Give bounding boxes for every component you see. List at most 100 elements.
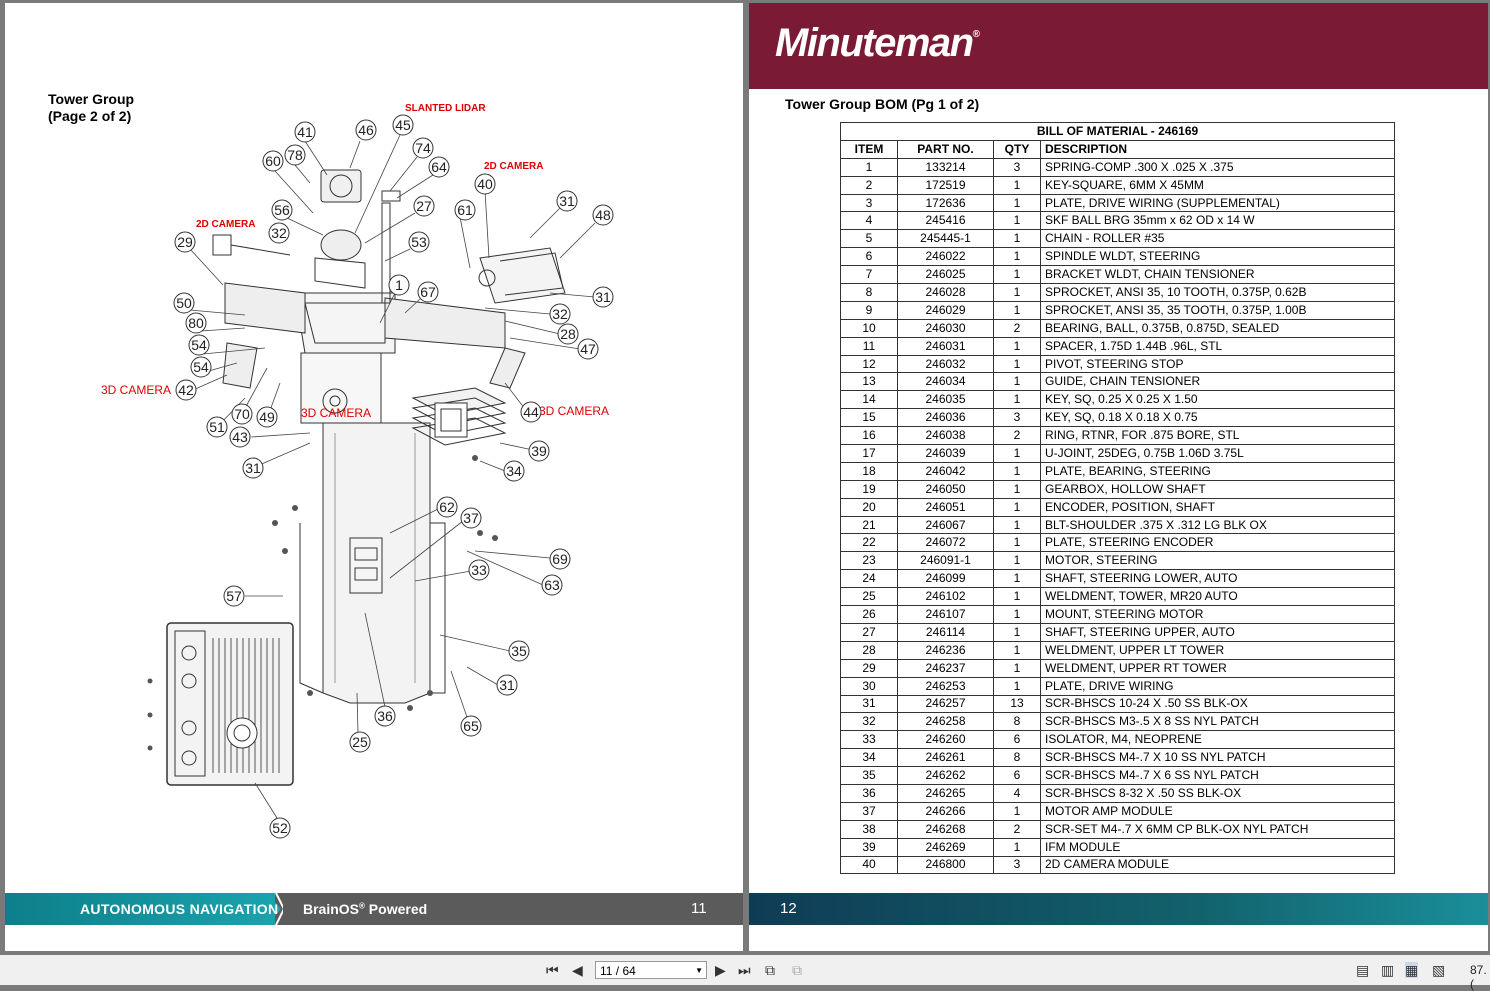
cell-part: 246051 (897, 497, 994, 517)
cell-qty: 1 (993, 676, 1041, 696)
callout-circle (185, 312, 207, 334)
cell-qty: 1 (993, 587, 1041, 607)
cell-qty: 1 (993, 461, 1041, 481)
callout-number: 64 (431, 159, 447, 175)
cell-qty: 6 (993, 766, 1041, 785)
page-field-value: 11 / 64 (600, 964, 636, 978)
two-page-icon[interactable]: ▦ (1405, 962, 1419, 978)
zoom-level[interactable]: 87.( (1470, 963, 1487, 991)
cell-part: 246072 (897, 533, 994, 553)
cell-item: 25 (840, 587, 898, 607)
callout-circle (520, 401, 542, 423)
exploded-parts-diagram: SLANTED LIDAR 2D CAMERA 2D CAMERA 3D CAM… (101, 103, 614, 839)
footer-chevron (267, 893, 281, 925)
cell-item: 30 (840, 676, 898, 696)
callout-circle (256, 406, 278, 428)
cell-desc: KEY-SQUARE, 6MM X 45MM (1040, 175, 1395, 195)
callout-circle (549, 548, 571, 570)
callout-number: 69 (552, 551, 568, 567)
callout-circle (269, 817, 291, 839)
cell-desc: BEARING, BALL, 0.375B, 0.875D, SEALED (1040, 318, 1395, 338)
cell-part: 246257 (897, 694, 994, 714)
callout-circle (468, 559, 490, 581)
cell-part: 246025 (897, 265, 994, 285)
callout-circle (508, 640, 530, 662)
callout-number: 63 (544, 577, 560, 593)
cell-desc: WELDMENT, UPPER LT TOWER (1040, 640, 1395, 660)
callout-number: 52 (272, 820, 288, 836)
cell-item: 38 (840, 819, 898, 839)
cell-part: 133214 (897, 157, 994, 177)
prev-page-icon[interactable]: ◀ (572, 962, 583, 978)
cell-item: 35 (840, 766, 898, 785)
callout-bubble: 34 (503, 460, 525, 482)
cell-desc: SCR-BHSCS 8-32 X .50 SS BLK-OX (1040, 783, 1395, 803)
callout-number: 49 (259, 409, 275, 425)
cell-part: 246258 (897, 712, 994, 732)
cell-item: 36 (840, 783, 898, 803)
cell-part: 246022 (897, 247, 994, 267)
cell-qty: 1 (993, 801, 1041, 821)
cell-part: 246038 (897, 426, 994, 446)
callout-number: 65 (463, 718, 479, 734)
page-number-input[interactable]: 11 / 64 ▼ (595, 961, 707, 979)
callout-circle (592, 286, 614, 308)
callout-number: 50 (176, 295, 192, 311)
cell-qty: 3 (993, 157, 1041, 177)
callout-bubble: 48 (592, 204, 614, 226)
cell-item: 33 (840, 730, 898, 750)
cell-desc: PIVOT, STEERING STOP (1040, 354, 1395, 374)
cell-qty: 1 (993, 229, 1041, 249)
cell-item: 19 (840, 479, 898, 499)
callout-number: 45 (395, 117, 411, 133)
logo-text: Minuteman (775, 21, 974, 65)
cell-item: 11 (840, 336, 898, 356)
callout-circle (392, 114, 414, 136)
cell-qty: 3 (993, 408, 1041, 428)
fit-icon[interactable]: ⧉ (792, 962, 802, 978)
callout-circle (349, 731, 371, 753)
two-page-continuous-icon[interactable]: ▧ (1432, 962, 1446, 978)
callout-number: 47 (580, 341, 596, 357)
continuous-icon[interactable]: ▥ (1381, 962, 1395, 978)
cell-item: 3 (840, 193, 898, 213)
callout-bubble: 25 (349, 731, 371, 753)
callout-bubble: 78 (284, 144, 306, 166)
cell-desc: PLATE, DRIVE WIRING (SUPPLEMENTAL) (1040, 193, 1395, 213)
cell-item: 24 (840, 569, 898, 589)
cell-qty: 6 (993, 730, 1041, 750)
cell-desc: SPACER, 1.75D 1.44B .96L, STL (1040, 336, 1395, 356)
single-page-icon[interactable]: ▤ (1356, 962, 1370, 978)
page-number: 12 (780, 900, 797, 917)
callout-bubble: 36 (374, 705, 396, 727)
next-page-icon[interactable]: ▶ (715, 962, 726, 978)
cell-desc: MOTOR, STEERING (1040, 551, 1395, 571)
cell-desc: SPROCKET, ANSI 35, 10 TOOTH, 0.375P, 0.6… (1040, 283, 1395, 302)
callout-bubble: 70 (231, 403, 253, 425)
cell-part: 246036 (897, 408, 994, 428)
rotate-icon[interactable]: ⧉ (765, 962, 775, 978)
cell-qty: 1 (993, 193, 1041, 213)
cell-qty: 8 (993, 712, 1041, 732)
callout-number: 61 (457, 202, 473, 218)
cell-qty: 1 (993, 605, 1041, 624)
chevron-down-icon[interactable]: ▼ (695, 966, 703, 975)
title-line-1: Tower Group (48, 91, 135, 107)
cell-qty: 1 (993, 569, 1041, 589)
cell-part: 246050 (897, 479, 994, 499)
last-page-icon[interactable]: ⏭ (738, 962, 751, 978)
callout-number: 41 (297, 124, 313, 140)
footer-section: AUTONOMOUS NAVIGATION (80, 901, 279, 917)
callout-number: 46 (358, 122, 374, 138)
cell-part: 246039 (897, 444, 994, 463)
first-page-icon[interactable]: ⏮ (546, 962, 559, 978)
